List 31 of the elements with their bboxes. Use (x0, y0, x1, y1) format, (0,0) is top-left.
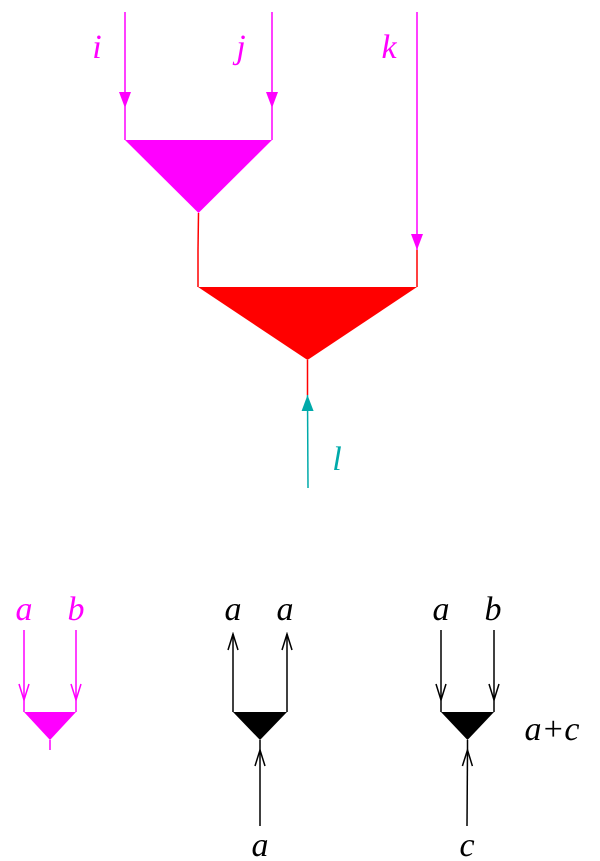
connector-line (197, 212, 200, 250)
vertex-triangle (124, 108, 273, 213)
variable-label: k (369, 28, 409, 68)
variable-label: c (447, 826, 487, 861)
vertex-triangle (197, 250, 418, 395)
vertex-triangle (232, 700, 288, 750)
variable-label: a (240, 826, 280, 861)
variable-label: b (56, 590, 96, 630)
arrow (411, 12, 423, 250)
arrow (266, 12, 278, 108)
variable-label: a (265, 590, 305, 630)
arrow (18, 630, 30, 701)
arrow (119, 12, 131, 108)
arrow (435, 630, 447, 701)
variable-label: a (4, 590, 44, 630)
arrow (462, 749, 474, 826)
variable-label: i (77, 28, 117, 68)
variable-label: l (317, 440, 357, 480)
sum-label: a+c (523, 710, 581, 750)
arrow (70, 630, 82, 701)
variable-label: a (213, 590, 253, 630)
vertex-triangle (440, 700, 495, 750)
variable-label: j (221, 28, 261, 68)
variable-label: a (421, 590, 461, 630)
arrow (254, 749, 266, 826)
arrow (302, 395, 314, 488)
arrow (281, 633, 293, 700)
arrow (488, 630, 500, 701)
arrow (227, 633, 239, 700)
vertex-triangle (23, 700, 77, 750)
variable-label: b (473, 590, 513, 630)
